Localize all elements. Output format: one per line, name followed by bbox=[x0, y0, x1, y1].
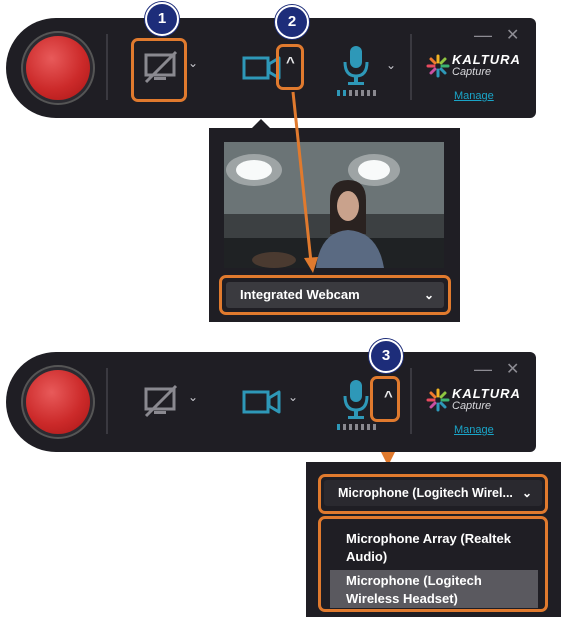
camera-device-value: Integrated Webcam bbox=[240, 287, 360, 302]
highlight-mic-caret bbox=[370, 376, 400, 422]
camera-icon bbox=[242, 56, 281, 80]
mic-option-line2: Wireless Headset) bbox=[346, 591, 458, 606]
chevron-down-icon: ⌄ bbox=[521, 486, 532, 500]
camera-toggle[interactable]: ^ bbox=[238, 40, 298, 96]
minimize-button[interactable]: — bbox=[474, 25, 492, 45]
screen-disabled-icon bbox=[144, 50, 178, 84]
manage-link[interactable]: Manage bbox=[454, 424, 494, 436]
step-badge-2: 2 bbox=[275, 5, 309, 39]
chevron-down-icon: ⌄ bbox=[423, 288, 434, 302]
microphone-toggle[interactable]: ^ bbox=[334, 374, 394, 430]
mic-option-line2: Audio) bbox=[346, 549, 388, 564]
screen-caret-down-icon[interactable]: ⌄ bbox=[188, 56, 199, 70]
highlight-mic-select bbox=[318, 474, 548, 514]
camera-toggle[interactable]: ⌄ bbox=[238, 374, 298, 430]
recorder-toolbar-top: ⌄ ^ ⌄ — ✕ bbox=[6, 18, 536, 118]
step-badge-3: 3 bbox=[369, 339, 403, 373]
camera-panel-notch bbox=[252, 119, 270, 128]
webcam-preview-image bbox=[224, 142, 444, 268]
mic-level-meter bbox=[337, 90, 376, 96]
toolbar-divider bbox=[410, 34, 412, 100]
highlight-mic-options bbox=[318, 516, 548, 612]
camera-caret-down-icon[interactable]: ⌄ bbox=[288, 390, 299, 404]
microphone-icon bbox=[337, 380, 376, 430]
mic-option-selected[interactable]: Microphone (Logitech Wireless Headset) bbox=[330, 570, 538, 608]
highlight-screen bbox=[131, 38, 187, 102]
minimize-button[interactable]: — bbox=[474, 359, 492, 379]
mic-device-value: Microphone (Logitech Wirel... bbox=[338, 486, 513, 500]
kaltura-logo-icon bbox=[426, 388, 450, 412]
kaltura-logo: KALTURA Capture bbox=[426, 52, 526, 92]
brand-name: KALTURA bbox=[452, 386, 521, 401]
kaltura-logo-icon bbox=[426, 54, 450, 78]
mic-option[interactable]: Microphone Array (Realtek Audio) bbox=[330, 530, 538, 566]
brand-name: KALTURA bbox=[452, 52, 521, 67]
mic-caret-up-icon[interactable]: ^ bbox=[384, 388, 393, 405]
recorder-toolbar-bottom: ⌄ ⌄ ^ — ✕ bbox=[6, 352, 536, 452]
screen-toggle[interactable]: ⌄ bbox=[136, 374, 199, 430]
highlight-camera-caret bbox=[276, 44, 304, 90]
mic-option-line1: Microphone (Logitech bbox=[346, 573, 482, 588]
manage-link[interactable]: Manage bbox=[454, 90, 494, 102]
step-badge-1: 1 bbox=[145, 2, 179, 36]
kaltura-logo: KALTURA Capture bbox=[426, 386, 526, 426]
record-button[interactable] bbox=[26, 370, 90, 434]
mic-option-line1: Microphone Array (Realtek bbox=[346, 531, 511, 546]
close-button[interactable]: ✕ bbox=[506, 361, 520, 378]
microphone-toggle[interactable]: ⌄ bbox=[334, 40, 397, 96]
webcam-preview bbox=[224, 142, 444, 268]
toolbar-divider bbox=[106, 368, 108, 434]
mic-level-meter bbox=[337, 424, 376, 430]
brand-sub: Capture bbox=[452, 66, 492, 78]
screen-disabled-icon bbox=[144, 384, 178, 418]
close-button[interactable]: ✕ bbox=[506, 27, 520, 44]
brand-sub: Capture bbox=[452, 400, 492, 412]
screen-toggle[interactable]: ⌄ bbox=[136, 40, 199, 96]
toolbar-divider bbox=[106, 34, 108, 100]
highlight-camera-select bbox=[219, 275, 451, 315]
mic-device-select[interactable]: Microphone (Logitech Wirel... ⌄ bbox=[324, 480, 542, 506]
mic-caret-down-icon[interactable]: ⌄ bbox=[386, 58, 397, 72]
camera-device-select[interactable]: Integrated Webcam ⌄ bbox=[226, 282, 444, 308]
toolbar-divider bbox=[410, 368, 412, 434]
microphone-icon bbox=[337, 46, 376, 96]
screen-caret-down-icon[interactable]: ⌄ bbox=[188, 390, 199, 404]
record-button[interactable] bbox=[26, 36, 90, 100]
camera-caret-up-icon[interactable]: ^ bbox=[286, 54, 295, 71]
camera-icon bbox=[242, 390, 281, 414]
